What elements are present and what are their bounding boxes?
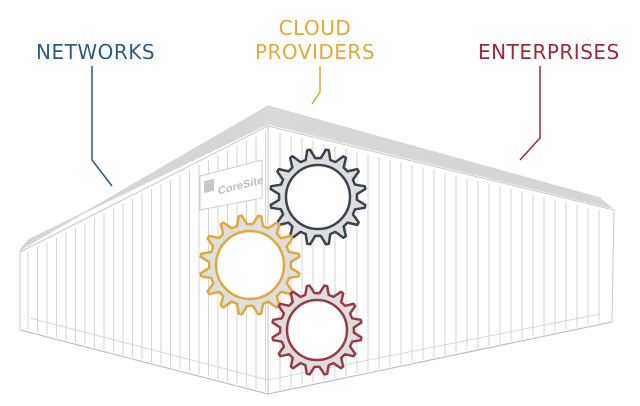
cloud-leader-line (311, 66, 321, 105)
networks-label: NETWORKS (36, 40, 156, 64)
roof-hatch-left (19, 105, 269, 251)
gear-icon (269, 148, 367, 246)
networks-leader-line (91, 66, 113, 187)
enterprises-leader-line (519, 66, 541, 161)
gear-icon (271, 284, 363, 376)
roof-hatch-right (267, 105, 613, 209)
coresite-logo: CoreSite (199, 159, 263, 211)
cloud-label-line1: CLOUD (278, 16, 352, 40)
cloud-providers-label: CLOUD PROVIDERS (250, 16, 380, 64)
gear-icon (199, 214, 301, 316)
enterprises-label: ENTERPRISES (478, 40, 620, 64)
cloud-label-line2: PROVIDERS (254, 40, 376, 64)
